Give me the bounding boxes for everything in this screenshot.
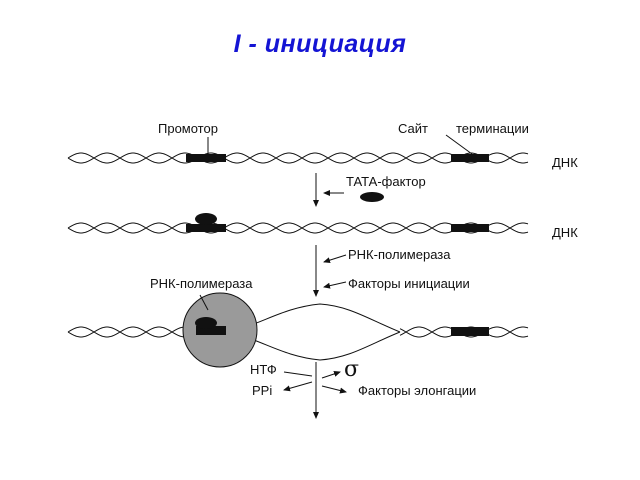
dna-label-1: ДНК — [552, 155, 578, 170]
initiation-factors-label: Факторы инициации — [348, 276, 470, 291]
promoter-box-3 — [196, 326, 226, 335]
site-label: Сайт — [398, 121, 428, 136]
dna-label-2: ДНК — [552, 225, 578, 240]
rna-polymerase-complex-label: РНК-полимераза — [150, 276, 253, 291]
sigma-release-arrow — [321, 371, 341, 379]
promoter-box-2 — [186, 224, 226, 232]
elongation-factors-arrow — [321, 385, 347, 394]
sigma-factor-label: σ — [344, 357, 359, 382]
termination-site-box-3 — [451, 327, 489, 336]
dna-strand-2 — [67, 213, 529, 234]
dna-strand-3 — [67, 292, 529, 368]
termination-label: терминации — [456, 121, 529, 136]
rna-polymerase-arrow — [323, 254, 347, 264]
dna-strand-1 — [67, 152, 529, 164]
ntp-label: НТФ — [250, 362, 277, 377]
tata-bound-shape — [195, 213, 217, 225]
ppi-output-arrow — [283, 381, 313, 392]
termination-site-box-2 — [451, 224, 489, 232]
termination-site-box — [451, 154, 489, 162]
rna-polymerase-label: РНК-полимераза — [348, 247, 451, 262]
ntp-input-line — [283, 371, 313, 377]
tata-factor-label: ТАТА-фактор — [346, 174, 426, 189]
promoter-label: Промотор — [158, 121, 218, 136]
elongation-factors-label: Факторы элонгации — [358, 383, 476, 398]
ppi-label: PPi — [252, 383, 272, 398]
polymerase-pointer — [199, 294, 209, 311]
tata-factor-shape — [360, 192, 384, 202]
slide-title: I - инициация — [233, 30, 407, 58]
initiation-factors-arrow — [323, 281, 347, 289]
promoter-box — [186, 154, 226, 162]
termination-pointer — [445, 134, 473, 155]
tata-bound-shape-2 — [195, 317, 217, 329]
